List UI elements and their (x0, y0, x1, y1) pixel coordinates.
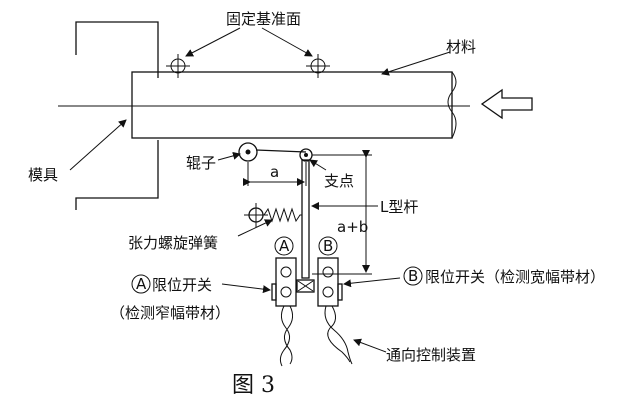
material-label: 材料 (446, 38, 476, 56)
tension-spring (263, 207, 302, 223)
reference-marker-right (306, 54, 330, 78)
reference-leader-left (185, 27, 241, 57)
svg-text:B: B (408, 267, 418, 285)
cable-a (279, 305, 290, 367)
l-lever-label: L型杆 (380, 198, 418, 216)
pivot-label: 支点 (324, 172, 354, 190)
switch-b-leader (343, 277, 401, 288)
pivot (299, 148, 313, 162)
tension-spring-label: 张力螺旋弹簧 (128, 234, 218, 252)
reference-marker-left (166, 54, 190, 78)
material-leader (381, 51, 451, 76)
roller-label: 辊子 (186, 154, 216, 172)
svg-text:A: A (279, 237, 290, 255)
reference-leader-right (261, 27, 313, 57)
pivot-leader (309, 159, 327, 171)
roller-arm (255, 149, 307, 153)
switch-a-marker: A (274, 236, 294, 256)
control-device-leader (353, 338, 387, 353)
die-label: 模具 (28, 166, 58, 184)
switch-b-label-marker: B (403, 266, 423, 286)
roller (238, 142, 258, 162)
spring-leader (237, 219, 273, 237)
die-outline (75, 21, 159, 78)
die-leader (69, 119, 127, 171)
switch-a-leader (221, 283, 271, 294)
switch-a-label-marker: A (131, 274, 151, 294)
cable-b (324, 305, 353, 365)
svg-text:B: B (323, 237, 333, 255)
material-break-line (447, 71, 457, 139)
limit-switch-a (271, 257, 297, 307)
material-strip (131, 71, 453, 139)
feed-direction-arrow (480, 88, 533, 120)
control-device-label: 通向控制装置 (386, 346, 476, 364)
switch-a-label: 限位开关 (152, 276, 212, 294)
lever-actuator (296, 279, 315, 293)
dim-ab-label: a+b (337, 218, 368, 236)
figure-caption: 图 3 (232, 373, 275, 398)
limit-switch-b (317, 257, 343, 307)
l-lever (301, 159, 310, 279)
switch-b-marker: B (318, 236, 338, 256)
die-outline-lower (75, 140, 159, 210)
roller-leader (217, 151, 241, 161)
cable-b-twist (327, 305, 351, 363)
dim-a-label: a (270, 163, 279, 181)
cable-a-twist (284, 305, 294, 365)
switch-b-label: 限位开关（检测宽幅带材） (425, 268, 605, 286)
svg-text:A: A (136, 275, 147, 293)
reference-surface-label: 固定基准面 (226, 10, 301, 28)
switch-a-note: （检测窄幅带材） (110, 304, 230, 322)
